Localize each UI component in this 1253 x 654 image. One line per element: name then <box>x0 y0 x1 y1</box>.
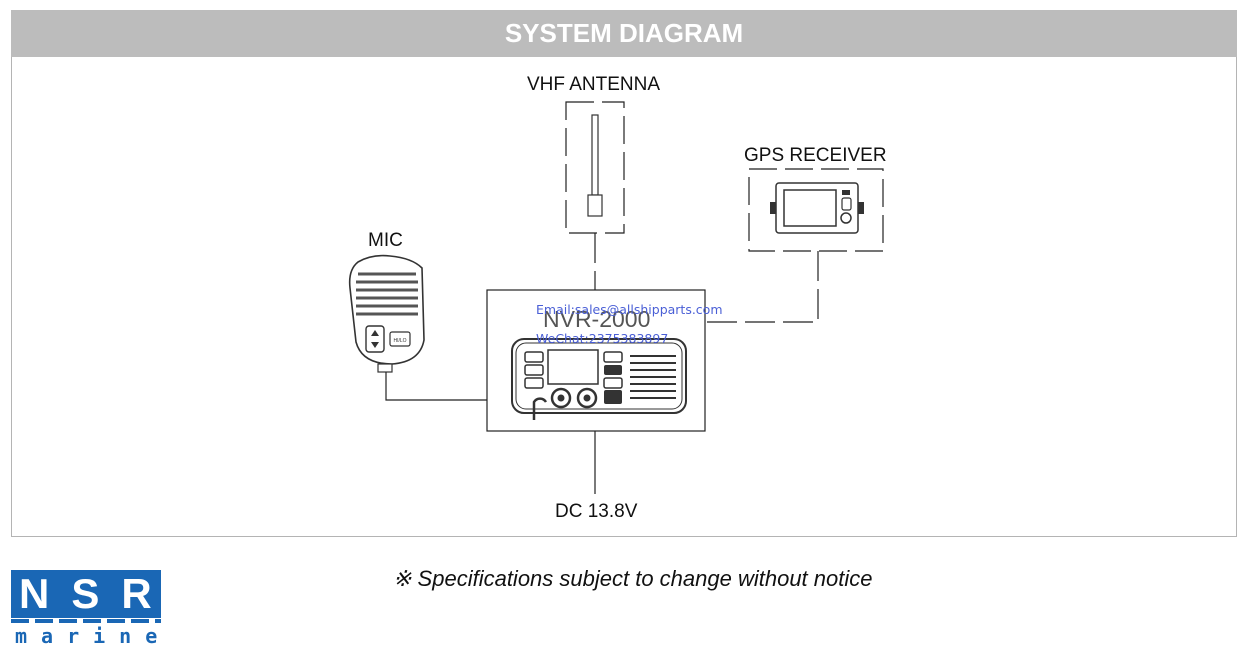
logo-bottom-text: marine <box>15 624 172 648</box>
radio-model-label: NVR-2000 <box>543 306 651 332</box>
power-label: DC 13.8V <box>555 501 638 522</box>
radio-unit-icon <box>511 338 687 420</box>
logo-top-text: NSR <box>11 570 161 618</box>
nsr-marine-logo: NSR marine <box>11 570 172 648</box>
logo-divider <box>11 619 161 623</box>
antenna-label: VHF ANTENNA <box>527 74 661 95</box>
microphone-icon: HI/LO <box>348 254 425 373</box>
gps-receiver-label: GPS RECEIVER <box>744 145 887 166</box>
mic-key-label: HI/LO <box>393 338 406 344</box>
section-header: SYSTEM DIAGRAM <box>11 10 1237 57</box>
gps-receiver-icon <box>770 182 864 234</box>
specifications-notice: ※ Specifications subject to change witho… <box>393 566 873 591</box>
watermark-email: Email:sales@allshipparts.com <box>536 302 723 317</box>
gps-cable <box>706 251 819 323</box>
antenna-icon <box>587 114 603 217</box>
watermark-wechat: WeChat:2375383897 <box>536 331 669 346</box>
mic-label: MIC <box>368 230 403 251</box>
mic-cable <box>385 372 487 401</box>
